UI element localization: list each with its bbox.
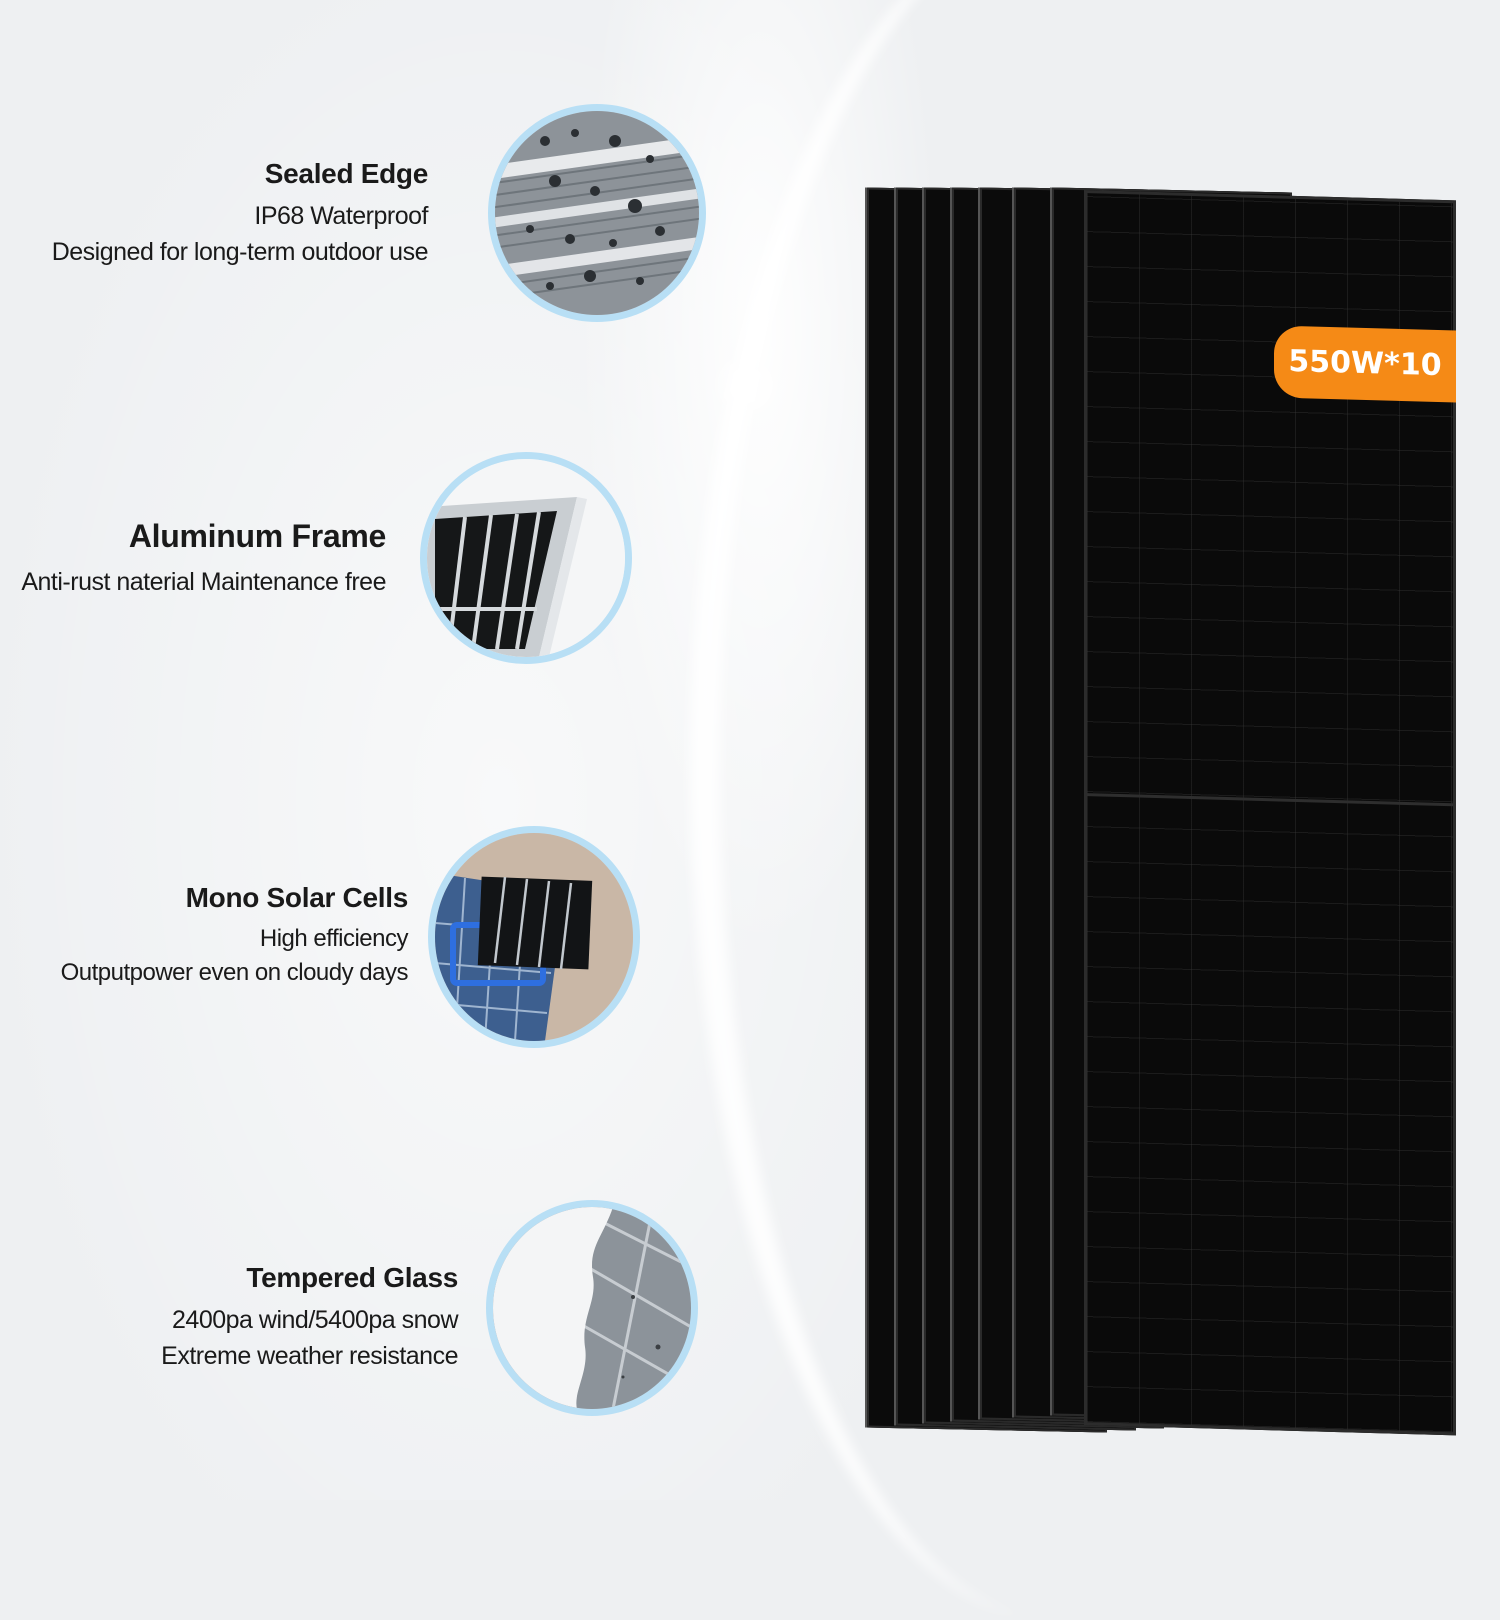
feature-line: 2400pa wind/5400pa snow (172, 1306, 458, 1334)
feature-title: Mono Solar Cells (185, 882, 409, 913)
feature-line: High efficiency (259, 925, 409, 952)
feature-title: Tempered Glass (246, 1262, 458, 1293)
feature-title: Sealed Edge (264, 158, 429, 189)
solar-cell-icon (428, 826, 640, 1048)
feature-line: IP68 Waterproof (254, 202, 428, 230)
feature-line: Designed for long-term outdoor use (51, 238, 429, 266)
water-droplets-icon (488, 104, 706, 322)
snow-glass-icon (486, 1200, 698, 1416)
feature-line: Outputpower even on cloudy days (60, 959, 409, 986)
power-badge: 550W*10 (1274, 325, 1456, 403)
aluminum-frame-icon (420, 452, 632, 664)
light-flare (742, 380, 752, 390)
panel-divider (1087, 793, 1453, 807)
feature-line: Extreme weather resistance (161, 1342, 458, 1370)
feature-line: Anti-rust naterial Maintenance free (21, 568, 386, 596)
feature-title: Aluminum Frame (128, 518, 386, 554)
